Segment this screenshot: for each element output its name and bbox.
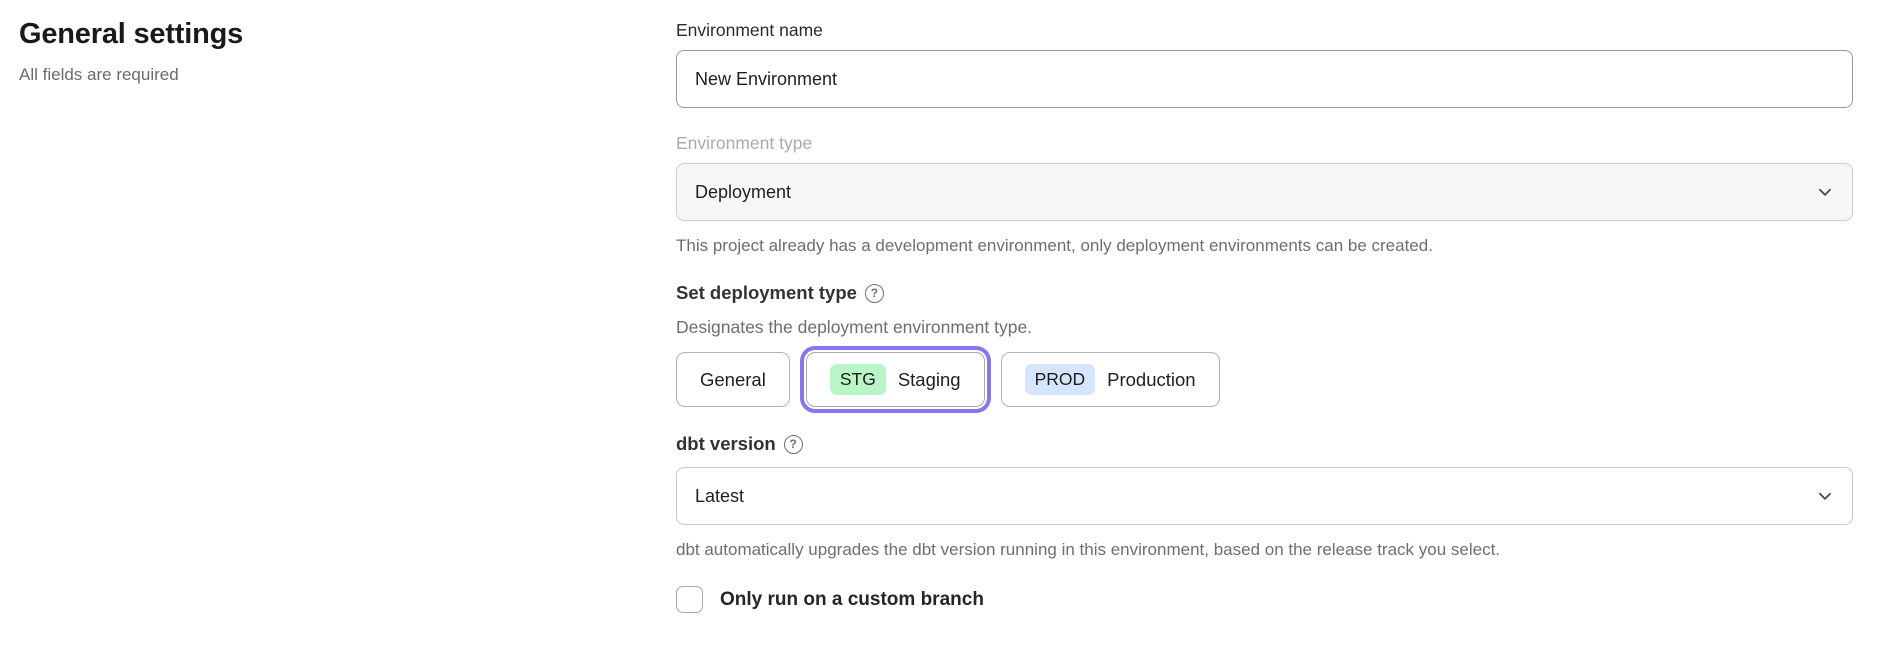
deployment-type-production-button[interactable]: PROD Production (1000, 352, 1220, 407)
environment-name-label: Environment name (676, 20, 823, 40)
chevron-down-icon (1816, 183, 1834, 201)
environment-name-input[interactable] (676, 50, 1853, 108)
settings-form-column: Environment name Environment type Deploy… (676, 18, 1853, 613)
custom-branch-checkbox[interactable] (676, 586, 703, 613)
deployment-type-production-label: Production (1107, 368, 1196, 390)
deployment-type-heading: Set deployment type ? (676, 282, 1853, 304)
environment-type-helper: This project already has a development e… (676, 236, 1433, 255)
page-title: General settings (19, 18, 244, 50)
chevron-down-icon (1816, 487, 1834, 505)
deployment-type-staging-label: Staging (897, 368, 961, 390)
dbt-version-select[interactable]: Latest (676, 467, 1853, 525)
production-badge: PROD (1024, 364, 1096, 395)
deployment-type-general-label: General (700, 368, 766, 390)
deployment-type-description: Designates the deployment environment ty… (676, 317, 1033, 337)
environment-type-label: Environment type (676, 133, 813, 153)
general-settings-page: General settings All fields are required… (19, 18, 1853, 613)
environment-type-value: Deployment (695, 181, 792, 202)
dbt-version-helper: dbt automatically upgrades the dbt versi… (676, 540, 1501, 559)
environment-type-select: Deployment (676, 163, 1853, 221)
deployment-type-general-button[interactable]: General (676, 352, 790, 407)
page-subtitle: All fields are required (19, 65, 179, 84)
dbt-version-heading-text: dbt version (676, 433, 776, 454)
deployment-type-heading-text: Set deployment type (676, 282, 857, 303)
custom-branch-label[interactable]: Only run on a custom branch (720, 588, 984, 610)
custom-branch-row: Only run on a custom branch (676, 586, 1853, 613)
help-icon[interactable]: ? (783, 434, 803, 454)
deployment-type-staging-button[interactable]: STG Staging (805, 352, 985, 407)
dbt-version-value: Latest (695, 485, 745, 506)
settings-intro-column: General settings All fields are required (19, 18, 676, 613)
help-icon[interactable]: ? (864, 283, 884, 303)
staging-badge: STG (829, 364, 886, 395)
deployment-type-button-group: General STG Staging PROD Production (676, 352, 1853, 407)
dbt-version-heading: dbt version ? (676, 433, 1853, 455)
